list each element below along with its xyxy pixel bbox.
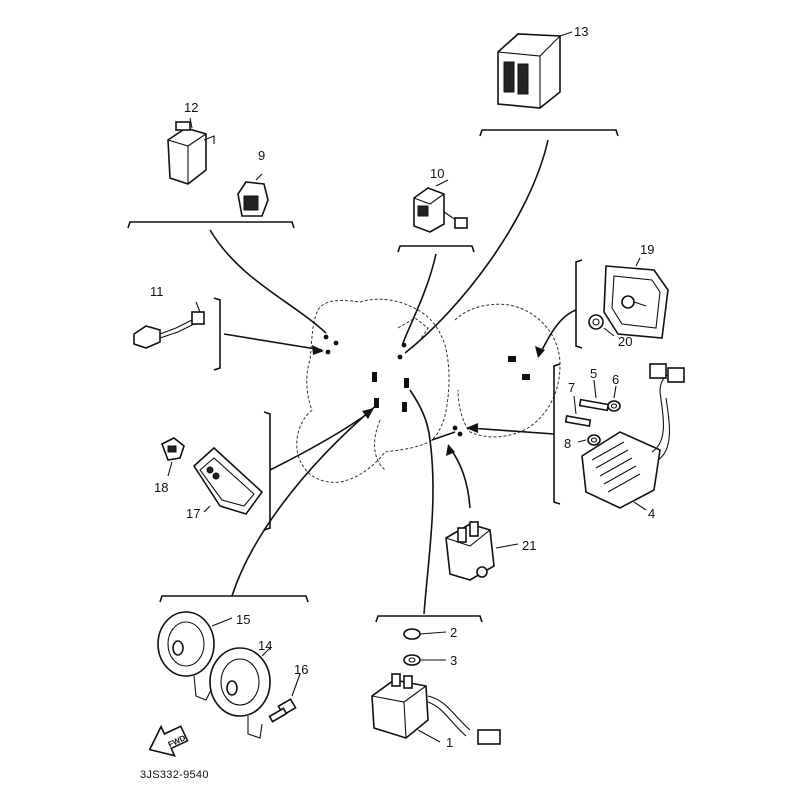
callout-14: 14 — [258, 638, 272, 653]
callout-18: 18 — [154, 480, 168, 495]
callout-1: 1 — [446, 735, 453, 750]
flasher-face — [243, 195, 259, 211]
sensor-connector — [191, 311, 205, 325]
callout-11: 11 — [150, 284, 164, 299]
arrowhead — [466, 423, 478, 433]
part-12-relay — [167, 117, 215, 185]
relay-face — [417, 205, 429, 217]
callout-4: 4 — [648, 506, 655, 521]
relay-connector — [477, 729, 501, 745]
part-13-relay-box — [497, 31, 573, 109]
callout-13: 13 — [574, 24, 588, 39]
tab — [469, 521, 479, 537]
part-18-clip — [160, 437, 185, 477]
part-20-nut — [588, 314, 615, 337]
arrowhead — [535, 346, 545, 358]
drawing-code: 3JS332-9540 — [140, 769, 209, 781]
arrowhead — [446, 444, 455, 456]
mount-point — [508, 356, 516, 362]
callout-15: 15 — [236, 612, 250, 627]
callout-19: 19 — [640, 242, 654, 257]
callout-16: 16 — [294, 662, 308, 677]
arrowhead — [312, 345, 324, 355]
part-21-bracket — [445, 521, 519, 581]
part-8-washer — [577, 434, 601, 446]
mount-point — [323, 334, 329, 340]
mount-point — [404, 378, 409, 388]
part-11-sensor — [133, 301, 205, 349]
tab — [457, 527, 467, 543]
part-6-washer — [607, 385, 621, 412]
part-3-washer — [403, 654, 446, 666]
part-5-bolt — [578, 379, 610, 412]
mount-point — [333, 340, 339, 346]
part-4-regulator — [581, 363, 685, 511]
callout-5: 5 — [590, 366, 597, 381]
callout-2: 2 — [450, 625, 457, 640]
callout-20: 20 — [618, 334, 632, 349]
mount-point — [372, 372, 377, 382]
forward-arrow: FWD — [148, 724, 189, 757]
callout-9: 9 — [258, 148, 265, 163]
mount-point — [452, 425, 458, 431]
callout-10: 10 — [430, 166, 444, 181]
nut — [588, 314, 604, 330]
part-15-horn — [157, 611, 233, 701]
part-10-relay — [413, 179, 468, 233]
regulator-connector — [649, 363, 667, 379]
part-17-control-unit — [192, 446, 264, 515]
part-9-flasher — [237, 173, 269, 217]
leader-lines — [127, 129, 619, 623]
callout-8: 8 — [564, 436, 571, 451]
part-19-plate — [603, 257, 669, 339]
terminal — [517, 63, 529, 95]
regulator-connector — [667, 367, 685, 383]
part-16-bolt — [268, 673, 301, 723]
part-2-nut — [403, 628, 447, 640]
screw-head — [621, 295, 635, 309]
mount-point — [402, 402, 407, 412]
mount-point — [522, 374, 530, 380]
mount-points — [323, 334, 530, 437]
bolt-shank — [564, 415, 592, 427]
connector — [454, 217, 468, 229]
terminal — [503, 61, 515, 93]
mount-point — [374, 398, 379, 408]
mount-point — [397, 354, 403, 360]
frame-outline — [296, 298, 561, 483]
mount-point — [457, 431, 463, 437]
mount-point — [325, 349, 331, 355]
callout-21: 21 — [522, 538, 536, 553]
relay-tab — [175, 121, 191, 131]
callout-12: 12 — [184, 100, 198, 115]
mount-point — [401, 342, 407, 348]
callout-7: 7 — [568, 380, 575, 395]
callout-17: 17 — [186, 506, 200, 521]
part-7-bolt — [564, 395, 592, 427]
part-1-relay — [371, 673, 501, 745]
callout-3: 3 — [450, 653, 457, 668]
part-14-horn — [209, 647, 271, 739]
callout-labels: 13 12 9 10 11 19 20 5 6 7 8 4 21 18 17 1… — [150, 24, 655, 750]
bolt-shank — [578, 398, 610, 412]
callout-6: 6 — [612, 372, 619, 387]
